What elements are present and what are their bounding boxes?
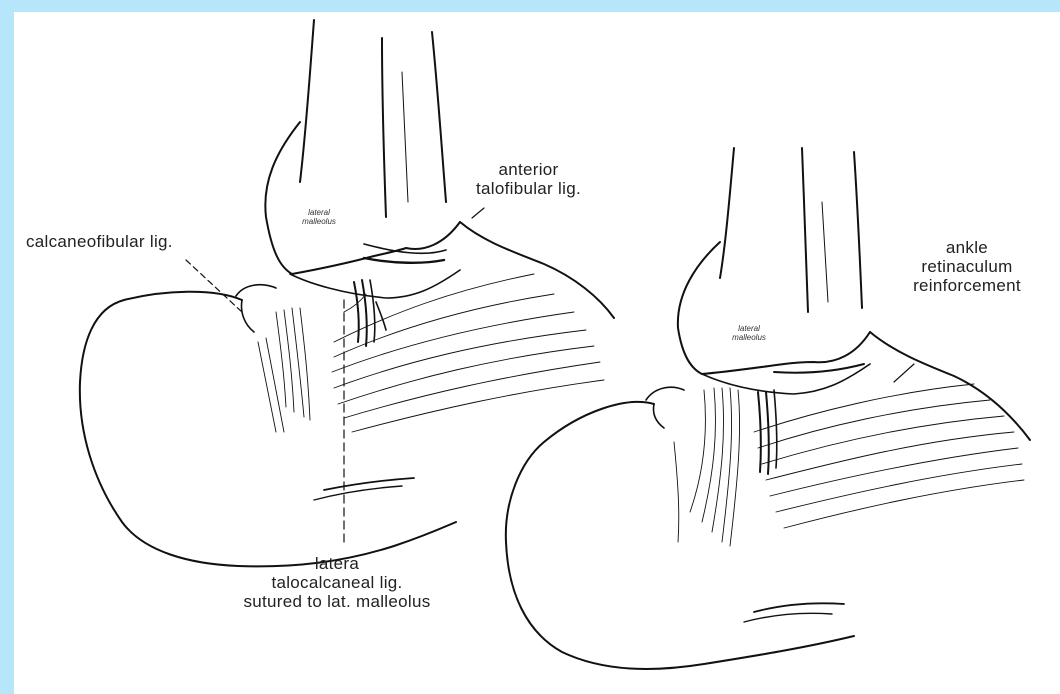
label-ankle-retinaculum: ankle retinaculum reinforcement: [882, 238, 1052, 295]
right-malleolus-label: lateral malleolus: [714, 324, 784, 342]
ankle-illustration: [14, 12, 1060, 694]
left-malleolus-label: lateral malleolus: [284, 208, 354, 226]
left-tibia-front: [382, 38, 386, 217]
left-calcaneus: [80, 292, 456, 567]
right-ankle: [506, 148, 1030, 669]
left-ankle: [80, 20, 614, 566]
right-ligament-hatching: [674, 364, 1024, 546]
right-tibia-front: [802, 148, 808, 312]
label-calcaneofibular: calcaneofibular lig.: [26, 232, 173, 251]
right-calcaneus: [506, 402, 854, 669]
left-ligament-hatching: [258, 244, 604, 432]
diagram-panel: lateral malleolus lateral malleolus calc…: [14, 12, 1060, 694]
leader-calcaneofibular: [186, 260, 242, 312]
label-anterior-talofibular: anterior talofibular lig.: [476, 160, 581, 198]
left-tibia-back: [432, 32, 446, 202]
right-tibia-back: [854, 152, 862, 308]
leader-ankle-retinaculum: [894, 364, 914, 382]
leader-anterior-talofibular: [472, 208, 484, 218]
right-fibula-shaft: [720, 148, 734, 278]
left-malleolus-outline: [265, 122, 460, 274]
left-fibula-shaft: [300, 20, 314, 182]
right-malleolus-outline: [678, 242, 870, 374]
label-lateral-talocalcaneal: latera talocalcaneal lig. sutured to lat…: [182, 554, 492, 611]
